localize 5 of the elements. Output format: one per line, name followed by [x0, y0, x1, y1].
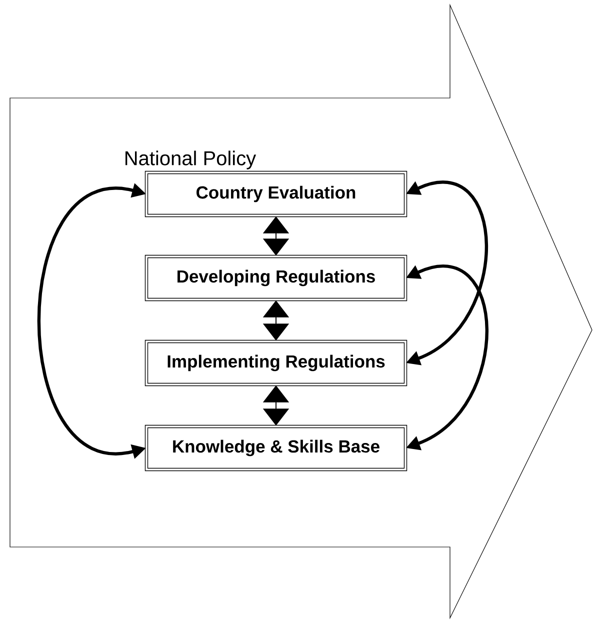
process-box: Knowledge & Skills Base [144, 424, 408, 472]
heading: National Policy [126, 150, 256, 170]
process-box: Implementing Regulations [144, 340, 408, 386]
process-box: Country Evaluation [144, 170, 408, 218]
process-box: Developing Regulations [144, 254, 408, 302]
